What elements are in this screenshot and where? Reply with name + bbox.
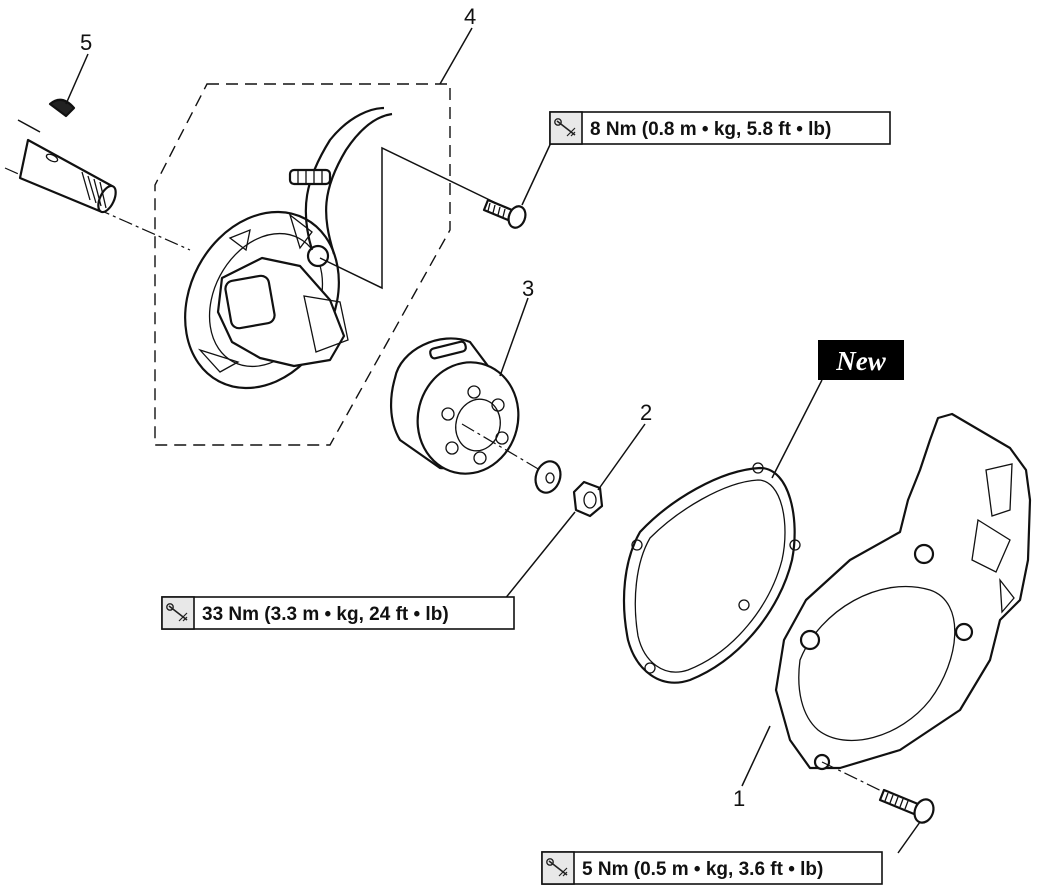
- torque-label-rotor-nut: 33 Nm (3.3 m • kg, 24 ft • lb): [202, 604, 449, 625]
- callout-2: 2: [640, 400, 652, 425]
- new-badge-label: New: [835, 346, 886, 376]
- rotor-nut: [499, 423, 646, 606]
- stator-assembly: [154, 27, 501, 446]
- torque-spec-rotor-nut: 33 Nm (3.3 m • kg, 24 ft • lb): [161, 596, 515, 630]
- torque-spec-cover-bolt: 5 Nm (0.5 m • kg, 3.6 ft • lb): [541, 851, 883, 885]
- torque-spec-stator-bolt: 8 Nm (0.8 m • kg, 5.8 ft • lb): [549, 111, 891, 145]
- stator-screw: [482, 133, 556, 229]
- callout-5: 5: [80, 30, 92, 55]
- crankshaft-end: [4, 119, 191, 251]
- callout-1: 1: [733, 786, 745, 811]
- cover-gasket: [622, 379, 823, 684]
- torque-label-cover-bolt: 5 Nm (0.5 m • kg, 3.6 ft • lb): [582, 859, 823, 880]
- callout-4: 4: [464, 4, 476, 29]
- generator-cover: [741, 412, 1032, 801]
- torque-label-stator-bolt: 8 Nm (0.8 m • kg, 5.8 ft • lb): [590, 119, 831, 140]
- cover-bolt: [878, 788, 935, 854]
- callout-3: 3: [522, 276, 534, 301]
- rotor: [389, 297, 541, 475]
- washer: [534, 460, 562, 494]
- new-part-badge: New: [818, 340, 904, 380]
- woodruff-key: [48, 53, 89, 118]
